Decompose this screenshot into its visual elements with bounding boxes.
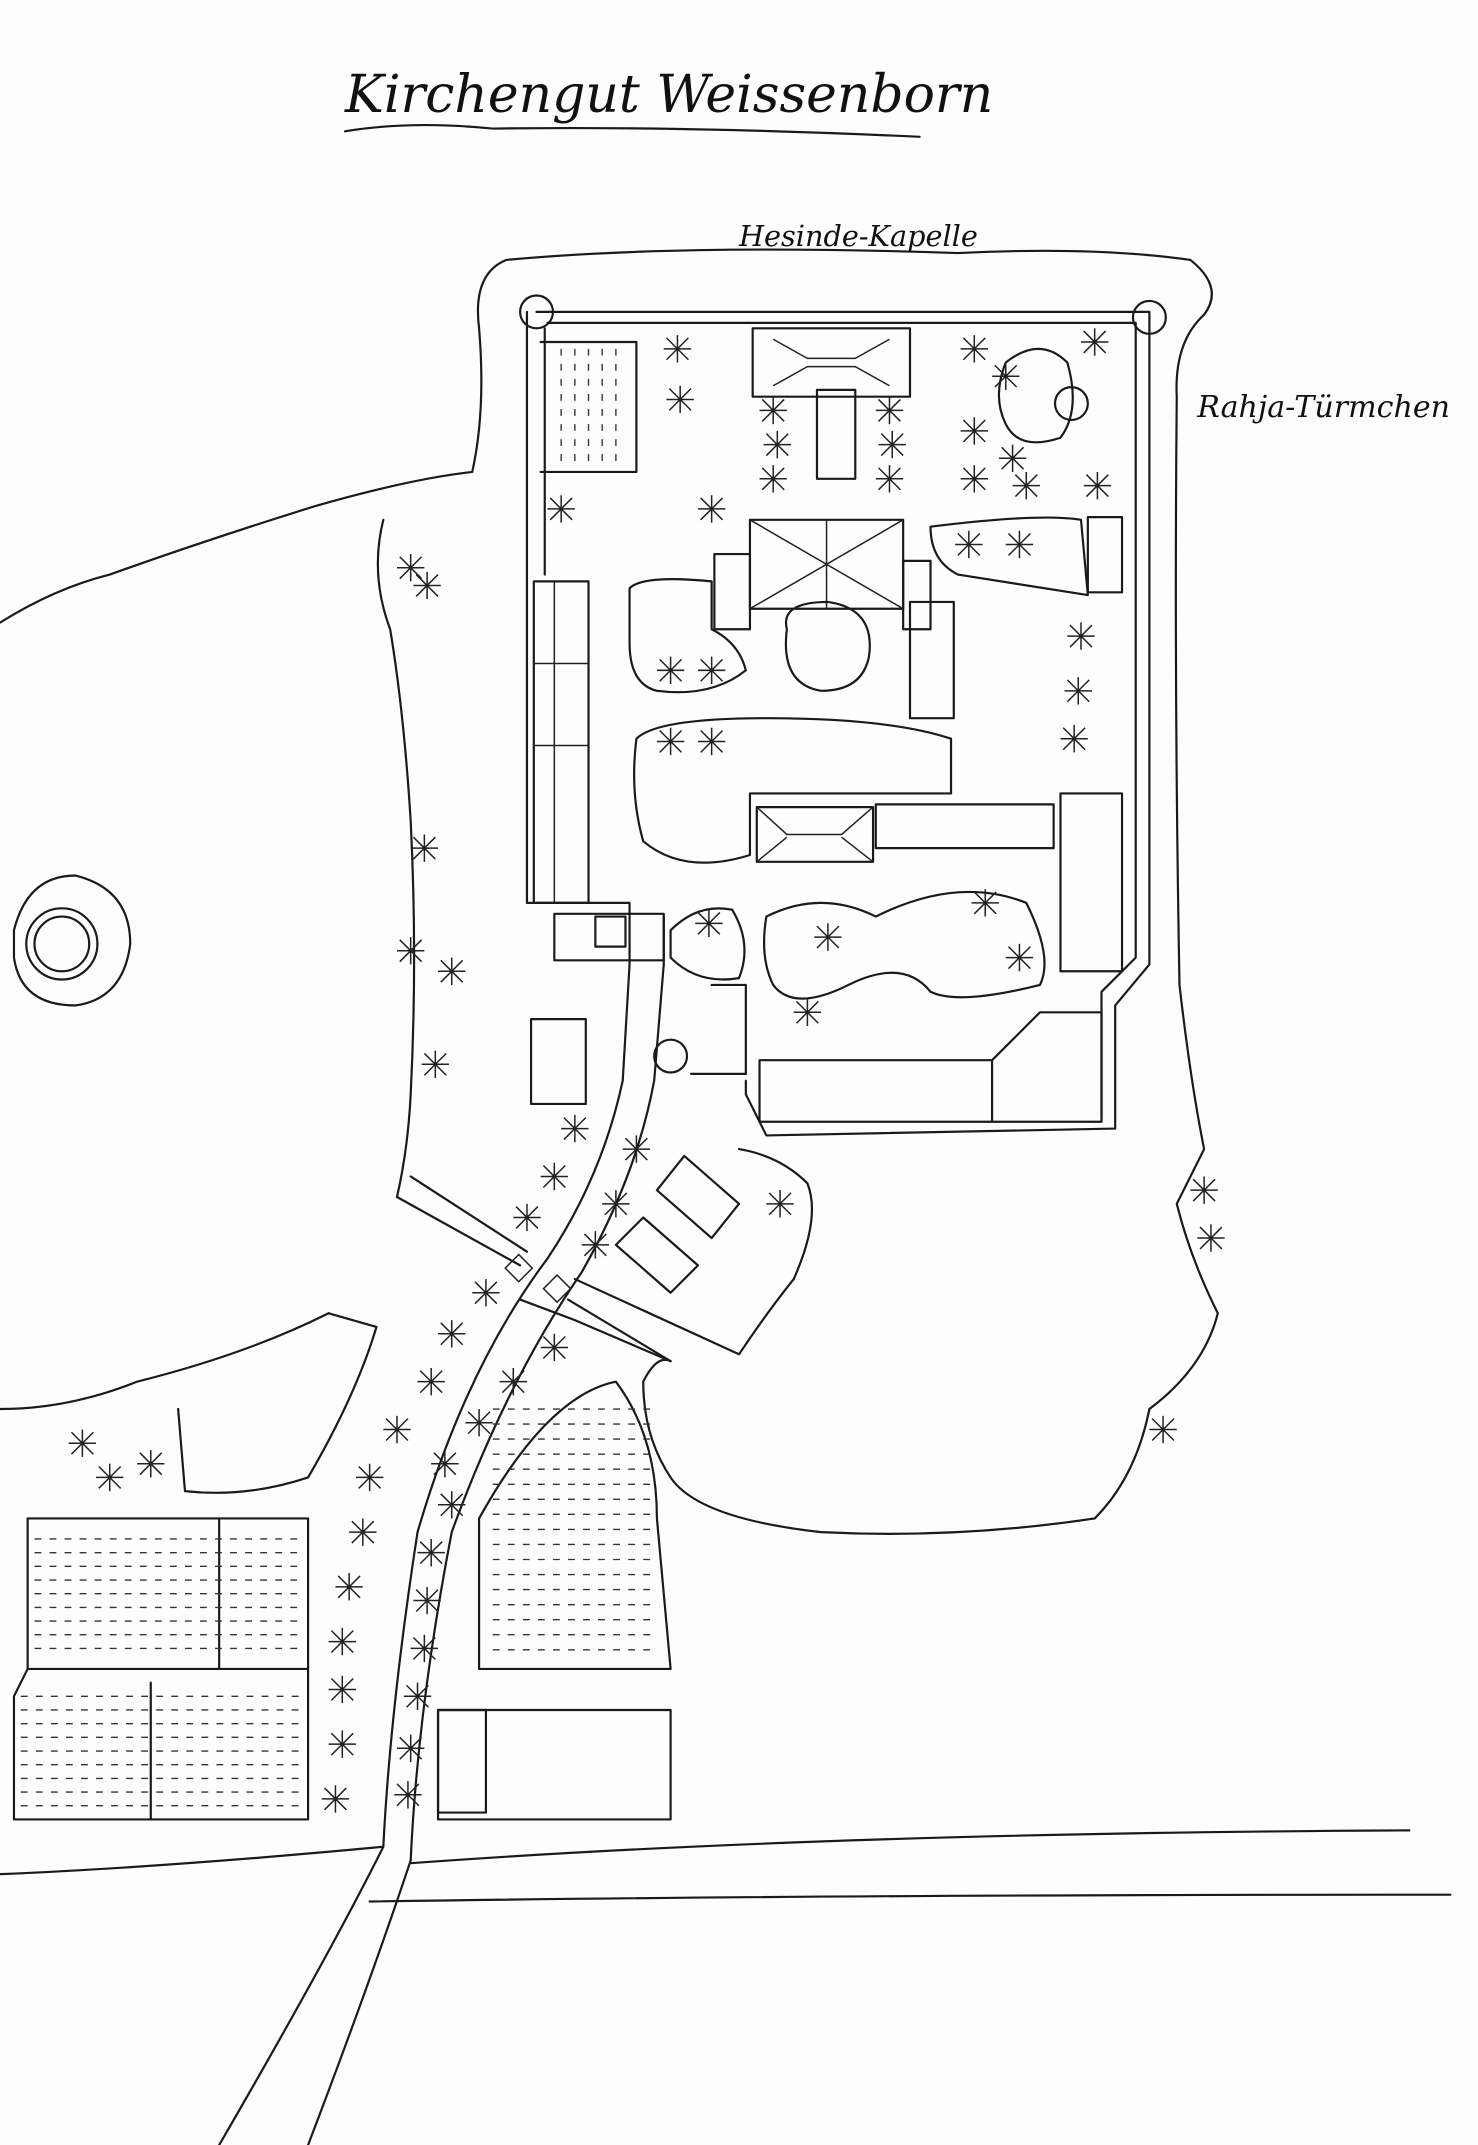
tree-icon: [1005, 530, 1034, 559]
tree-icon: [793, 998, 822, 1026]
tree-icon: [328, 1730, 356, 1758]
tree-icon: [410, 834, 439, 862]
tree-icon: [875, 465, 904, 493]
corner-tower-ne: [1131, 299, 1167, 335]
tree-icon: [383, 1415, 411, 1444]
tree-icon: [438, 1491, 466, 1519]
tree-icon: [540, 1333, 569, 1362]
tree-icon: [68, 1429, 97, 1457]
tree-icon: [1012, 471, 1040, 500]
tree-icon: [328, 1627, 356, 1656]
tree-icon: [472, 1279, 500, 1307]
tree-icon: [397, 937, 425, 965]
tree-icon: [581, 1231, 610, 1259]
tree-icon: [960, 465, 988, 493]
tree-icon: [328, 1675, 356, 1704]
tree-icon: [321, 1785, 350, 1813]
tree-icon: [513, 1203, 541, 1232]
title-underline: [343, 123, 921, 138]
tree-icon: [1064, 677, 1092, 705]
tree-icon: [137, 1450, 165, 1478]
tree-icon: [394, 1781, 422, 1809]
tree-icon: [622, 1135, 651, 1163]
tree-icon: [766, 1190, 794, 1218]
tree-icon: [417, 1538, 445, 1567]
well-pond: [12, 874, 132, 1007]
east-wing: [1059, 792, 1124, 973]
tree-icon: [410, 1634, 439, 1663]
tree-icon: [413, 571, 441, 600]
tree-icon: [1190, 1176, 1218, 1204]
road: [0, 963, 1452, 2145]
corner-tower-nw: [519, 294, 555, 330]
tree-icon: [397, 1734, 425, 1762]
gatehouse: [553, 912, 665, 962]
chapel-building: [751, 327, 912, 398]
tree-icon: [403, 1682, 432, 1710]
tree-icon: [561, 1114, 589, 1143]
label-hesinde-kapelle: Hesinde-Kapelle: [738, 219, 978, 253]
tree-icon: [1083, 471, 1112, 500]
map-title: Kirchengut Weissenborn: [344, 65, 993, 125]
fields: [12, 340, 672, 1821]
tree-icon: [96, 1463, 124, 1492]
tree-icon: [955, 530, 983, 559]
corner-tower-sw: [653, 1038, 689, 1074]
buildings: [436, 327, 1124, 1821]
tree-icon: [666, 385, 694, 414]
label-rahja-tuermchen: Rahja-Türmchen: [1196, 390, 1450, 425]
tree-icon: [547, 495, 575, 523]
tree-icon: [431, 1450, 459, 1478]
tree-icon: [878, 430, 906, 459]
tree-icon: [465, 1409, 493, 1437]
tree-icon: [1080, 328, 1109, 356]
tree-icon: [335, 1573, 363, 1601]
tree-icon: [998, 444, 1027, 472]
trees: [68, 328, 1225, 1813]
tree-icon: [695, 909, 723, 938]
tree-icon: [759, 465, 787, 493]
tree-icon: [1060, 725, 1088, 753]
tree-icon: [960, 335, 988, 363]
tree-icon: [814, 923, 842, 951]
tree-icon: [759, 396, 787, 425]
garden-beds: [628, 347, 1089, 1000]
tree-icon: [875, 396, 904, 425]
west-wing: [532, 580, 590, 904]
tree-icon: [697, 495, 726, 523]
tree-icon: [663, 335, 692, 363]
fountain: [784, 600, 871, 692]
tree-icon: [413, 1586, 441, 1615]
tree-icon: [1005, 943, 1034, 972]
tree-icon: [960, 417, 988, 445]
tree-icon: [763, 430, 791, 459]
tree-icon: [992, 362, 1020, 390]
tree-icon: [1067, 622, 1095, 650]
tree-icon: [438, 957, 466, 985]
garden-pond: [762, 890, 1046, 1000]
tree-icon: [656, 727, 685, 756]
tree-icon: [697, 656, 726, 684]
tree-icon: [656, 656, 685, 684]
tree-icon: [397, 554, 425, 582]
tree-icon: [417, 1367, 445, 1396]
tree-icon: [421, 1050, 449, 1078]
tree-icon: [971, 889, 999, 917]
barn: [436, 1708, 672, 1821]
water-outline: [0, 248, 1219, 1535]
tree-icon: [697, 727, 726, 756]
tree-icon: [499, 1367, 527, 1396]
tree-icon: [1149, 1415, 1177, 1444]
tree-icon: [438, 1320, 466, 1348]
tree-icon: [349, 1518, 377, 1546]
tree-icon: [540, 1162, 569, 1191]
tree-icon: [1197, 1224, 1225, 1252]
tree-icon: [602, 1190, 630, 1218]
tree-icon: [355, 1463, 384, 1492]
